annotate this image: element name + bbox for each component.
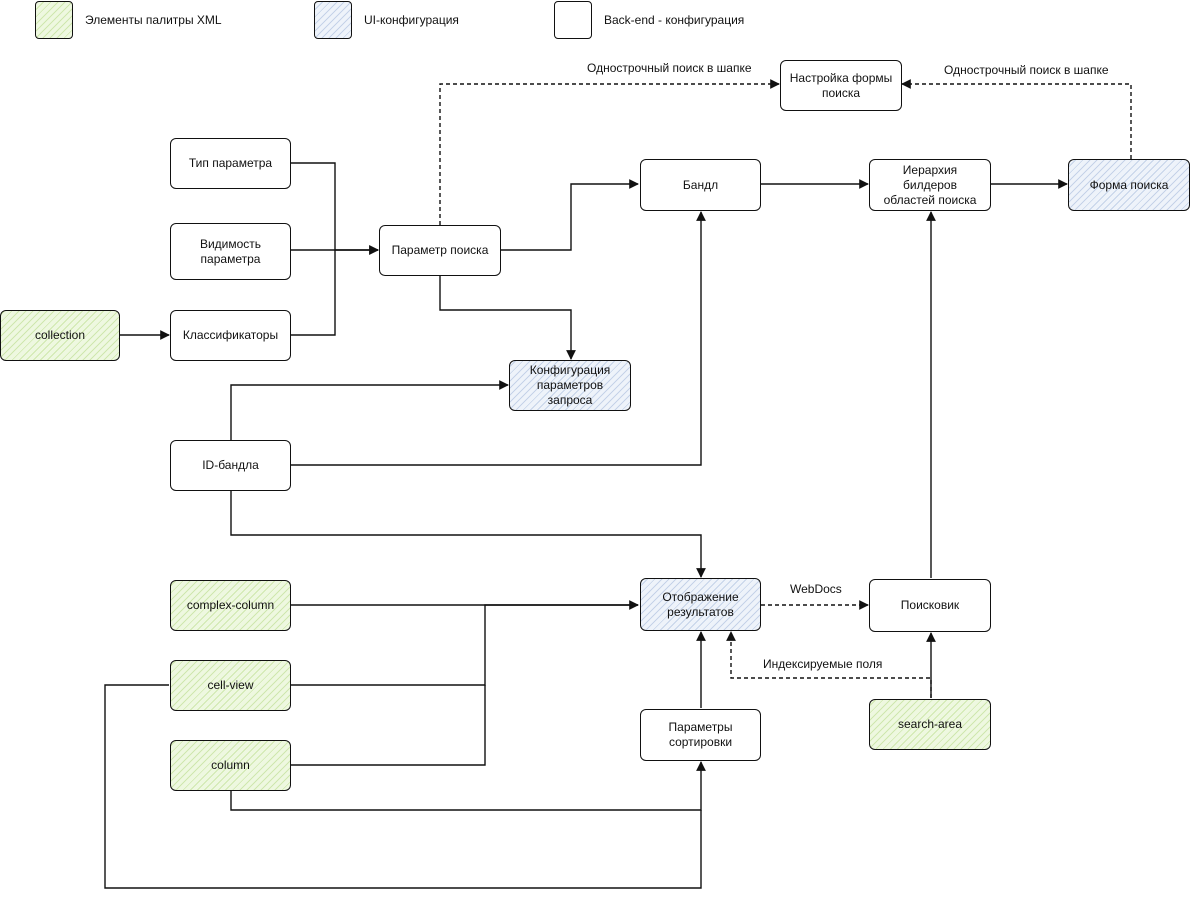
edge-classifiers-to-search-param [291,250,336,336]
edge-bundle-id-to-query-config [230,380,509,440]
legend-ui-label: UI-конфигурация [364,13,459,27]
node-search-area-label: search-area [897,717,963,731]
node-collection[interactable]: collection [0,310,120,361]
edge-label-webdocs: WebDocs [788,582,844,596]
node-param-visibility[interactable]: Видимость параметра [170,223,291,280]
node-param-visibility-label: Видимость параметра [199,236,262,266]
edge-column-to-results [291,685,486,766]
edge-bundle-id-to-bundle [291,211,706,466]
node-complex-column[interactable]: complex-column [170,580,291,631]
legend-ui-swatch [314,1,352,39]
node-column-label: column [211,758,250,772]
node-bundle-id[interactable]: ID-бандла [170,440,291,491]
node-cell-view-label: cell-view [207,678,254,692]
node-cell-view[interactable]: cell-view [170,660,291,711]
node-classifiers[interactable]: Классификаторы [170,310,291,361]
edge-label-one-line-search-right: Однострочный поиск в шапке [942,63,1111,77]
legend-xml-label: Элементы палитры XML [85,13,222,27]
node-search-form-label: Форма поиска [1089,177,1169,192]
node-query-param-config-label: Конфигурация параметров запроса [529,363,611,407]
edge-label-indexed-fields: Индексируемые поля [761,657,885,671]
node-query-param-config[interactable]: Конфигурация параметров запроса [509,360,631,411]
node-bundle[interactable]: Бандл [640,159,761,211]
node-sort-params-label: Параметры сортировки [668,720,733,749]
node-column[interactable]: column [170,740,291,791]
node-search-param[interactable]: Параметр поиска [379,225,501,276]
node-classifiers-label: Классификаторы [182,328,279,342]
edge-label-one-line-search-left: Однострочный поиск в шапке [585,61,754,75]
node-builder-hierarchy[interactable]: Иерархия билдеров областей поиска [869,159,991,211]
edge-search-param-to-bundle [501,179,639,251]
edge-search-param-to-query-config [439,275,576,360]
legend-xml: Элементы палитры XML [35,1,222,39]
edge-search-form-to-form-setup [901,79,1132,159]
legend-backend-swatch [554,1,592,39]
edge-cell-view-to-results [291,604,638,686]
node-bundle-label: Бандл [682,177,719,192]
node-search-form[interactable]: Форма поиска [1068,159,1190,211]
node-complex-column-label: complex-column [186,598,275,612]
node-search-area[interactable]: search-area [869,699,991,750]
node-param-type[interactable]: Тип параметра [170,138,291,189]
node-search-engine[interactable]: Поисковик [869,579,991,632]
legend-backend-label: Back-end - конфигурация [604,13,745,27]
node-bundle-id-label: ID-бандла [202,458,259,472]
node-collection-label: collection [34,328,86,342]
edge-search-area-to-results [726,631,932,698]
node-search-param-label: Параметр поиска [391,243,489,257]
edge-cell-view-to-sort-params [104,684,702,889]
node-results-display-label: Отображение результатов [662,589,739,619]
node-sort-params[interactable]: Параметры сортировки [640,709,761,761]
node-search-form-setup[interactable]: Настройка формы поиска [780,60,902,111]
node-builder-hierarchy-label: Иерархия билдеров областей поиска [883,162,977,207]
node-results-display[interactable]: Отображение результатов [640,578,761,631]
edge-search-param-to-form-setup [439,79,780,225]
legend-backend: Back-end - конфигурация [554,1,744,39]
legend-ui: UI-конфигурация [314,1,459,39]
node-param-type-label: Тип параметра [188,156,273,170]
legend-xml-swatch [35,1,73,39]
edge-column-to-sort-params [230,761,706,811]
node-search-engine-label: Поисковик [900,598,960,612]
edge-param-type-to-search-param [291,162,379,255]
node-search-form-setup-label: Настройка формы поиска [789,70,893,100]
edge-bundle-id-to-results [230,490,706,578]
